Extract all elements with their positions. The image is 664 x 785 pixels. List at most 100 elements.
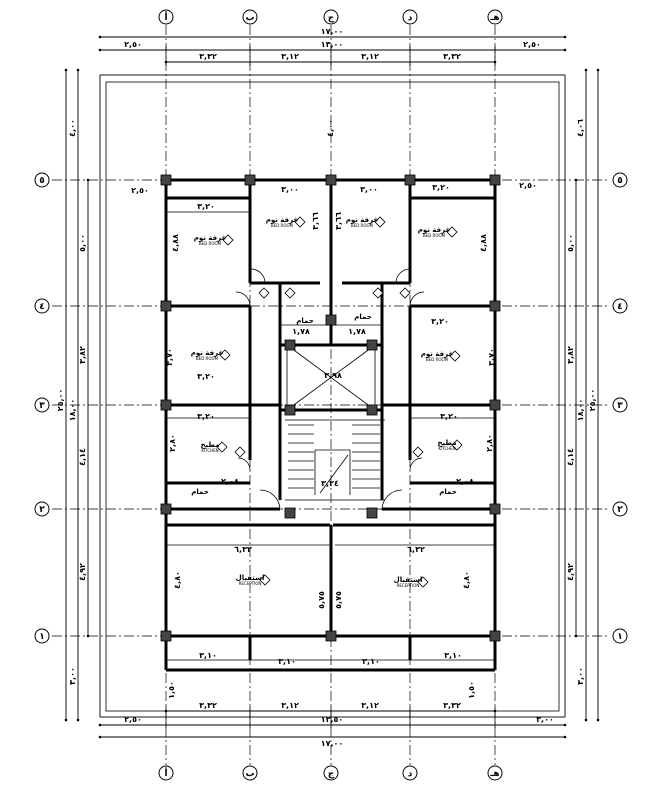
grid-row-label: ١ xyxy=(617,632,623,642)
structural-column xyxy=(325,314,337,326)
level-marker-icon xyxy=(216,441,228,453)
room-name: استقبال xyxy=(394,576,423,584)
room-dimension-label: ٣,١٠ xyxy=(444,651,462,660)
dimension-tick xyxy=(596,68,600,72)
room-name: استقبال xyxy=(236,574,265,582)
grid-row-label: ١ xyxy=(39,632,45,642)
structural-column xyxy=(160,503,172,515)
dimension-label: ٤,٠٦ xyxy=(576,119,585,137)
room-name-english: BED ROOM xyxy=(271,223,294,228)
dimension-tick xyxy=(98,735,102,739)
structural-column xyxy=(366,404,378,416)
dimension-tick xyxy=(86,178,90,182)
room-dimension-label: ٣,٧٠ xyxy=(165,348,174,366)
room-dimension-label: ٣,٢٠ xyxy=(197,412,215,421)
room-name: غرفة نوم xyxy=(346,216,379,224)
room-dimension-label: ٣,٢٠ xyxy=(197,202,215,211)
grid-bubble xyxy=(612,397,628,413)
dimension-label: ١٧,٠٠ xyxy=(321,27,344,36)
grid-bubble xyxy=(487,765,503,781)
dimension-label: ٣,٠٠ xyxy=(576,667,585,685)
structural-column xyxy=(489,503,501,515)
dimension-tick xyxy=(64,718,68,722)
room-dimension-label: ٣,١٠ xyxy=(362,657,380,666)
room-name-english: RECEPTION xyxy=(397,583,420,588)
grid-row-label: ٣ xyxy=(617,401,623,411)
grid-bubble xyxy=(402,765,418,781)
grid-bubble xyxy=(158,765,174,781)
room-name-english: BED ROOM xyxy=(351,223,374,228)
room-name-english: KITCHEN xyxy=(201,448,218,453)
dimension-label: ٣,١٢ xyxy=(361,701,379,710)
grid-row-label: ٣ xyxy=(39,401,45,411)
grid-bubble xyxy=(612,172,628,188)
level-marker-icon xyxy=(222,234,234,246)
dimension-tick xyxy=(98,48,102,52)
grid-column-label: أ xyxy=(164,767,167,779)
dimension-tick xyxy=(76,68,80,72)
room-name: مطبخ xyxy=(200,441,219,449)
structural-column xyxy=(244,174,256,186)
grid-column-label: هـ xyxy=(489,769,499,779)
grid-column-label: ب xyxy=(245,13,254,23)
dimension-label: ٣,٣٢ xyxy=(199,701,217,710)
room-name: غرفة نوم xyxy=(194,234,227,242)
dimension-label: ٣,٣٢ xyxy=(199,52,217,61)
structural-column xyxy=(489,300,501,312)
room-name: حمام xyxy=(354,313,372,321)
door-swing xyxy=(235,291,251,307)
dimension-tick xyxy=(86,634,90,638)
dimension-label: ٣,٠٠ xyxy=(68,667,77,685)
room-name-english: RECEPTION xyxy=(239,581,262,586)
room-dimension-label: ١,٧٨ xyxy=(292,327,310,336)
level-marker-icon xyxy=(399,287,411,299)
grid-bubble xyxy=(34,298,50,314)
plot-boundary xyxy=(99,74,566,718)
dimension-label: ٤,٠٠ xyxy=(68,119,77,137)
grid-column-label: أ xyxy=(164,11,167,23)
room-dimension-label: ٣,١٠ xyxy=(199,651,217,660)
room-dimension-label: ٣,٢٠ xyxy=(431,317,449,326)
grid-row-label: ٢ xyxy=(39,505,45,515)
interior-line xyxy=(319,454,349,494)
room-dimension-label: ٣,١٠ xyxy=(278,657,296,666)
grid-bubble xyxy=(402,9,418,25)
dimension-label: ٥,٠٠ xyxy=(566,234,575,252)
room-name: غرفة نوم xyxy=(421,350,454,358)
level-marker-icon xyxy=(374,216,386,228)
level-marker-icon xyxy=(372,287,384,299)
grid-bubble xyxy=(487,9,503,25)
structural-column xyxy=(489,174,501,186)
level-marker-icon xyxy=(219,349,231,361)
dimension-label: ٢٥,٠٠ xyxy=(588,389,597,412)
dimension-label: ٢٥,٠٠ xyxy=(56,389,65,412)
room-name: غرفة نوم xyxy=(266,216,299,224)
grid-row-label: ٥ xyxy=(39,176,45,186)
dimension-label: ١٨,٠٠ xyxy=(576,399,585,422)
grid-row-label: ٢ xyxy=(617,505,623,515)
room-dimension-label: ٣,٧٠ xyxy=(487,348,496,366)
room-dimension-label: ٣,٢٤ xyxy=(321,479,339,488)
structural-column xyxy=(489,399,501,411)
dimension-tick xyxy=(574,634,578,638)
door-swing xyxy=(259,489,281,511)
structural-column xyxy=(160,399,172,411)
dimension-tick xyxy=(98,35,102,39)
room-name: حمام xyxy=(191,488,209,496)
room-dimension-label: ٢,٨٠ xyxy=(168,434,177,452)
dimension-label: ٣,٨٢ xyxy=(78,346,87,364)
dimension-tick xyxy=(584,718,588,722)
grid-bubble xyxy=(323,9,339,25)
level-marker-icon xyxy=(446,226,458,238)
structural-column xyxy=(284,404,296,416)
room-name-english: KITCHEN xyxy=(438,446,455,451)
room-dimension-label: ١,٧٨ xyxy=(348,327,366,336)
dimension-label: ١٨,٠٠ xyxy=(68,399,77,422)
dimension-label: ٢,٥٠ xyxy=(124,715,142,724)
dimension-label: ٢,٥٠ xyxy=(124,40,142,49)
structural-column xyxy=(366,339,378,351)
room-dimension-label: ٥,٧٥ xyxy=(317,591,326,609)
dimension-label: ٣,٣٢ xyxy=(443,52,461,61)
